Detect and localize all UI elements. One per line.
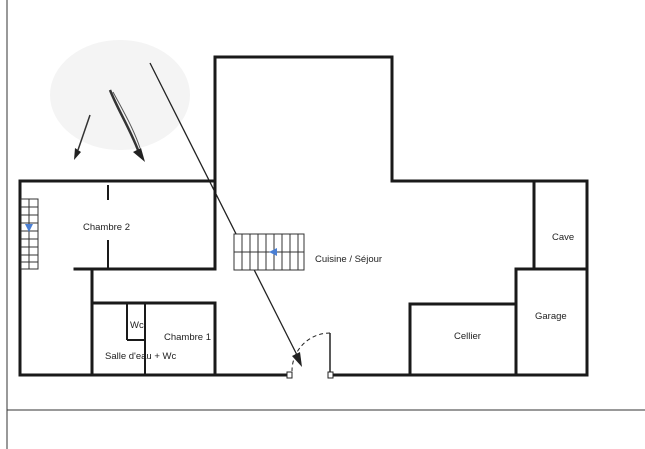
interior-walls xyxy=(73,179,589,377)
outer-walls xyxy=(18,55,589,377)
label-cave: Cave xyxy=(552,232,574,243)
staircase-center xyxy=(233,233,305,271)
label-garage: Garage xyxy=(535,311,567,322)
label-cellier: Cellier xyxy=(454,331,481,342)
entry-door xyxy=(286,332,334,379)
north-arrow-sketch xyxy=(50,40,190,162)
long-diagonal-arrow xyxy=(149,62,302,367)
label-wc: Wc xyxy=(130,320,144,331)
label-salle-eau: Salle d'eau + Wc xyxy=(105,351,177,362)
staircase-left xyxy=(20,198,39,270)
label-chambre-1: Chambre 1 xyxy=(164,332,211,343)
label-cuisine-sejour: Cuisine / Séjour xyxy=(315,254,382,265)
label-chambre-2: Chambre 2 xyxy=(83,222,130,233)
